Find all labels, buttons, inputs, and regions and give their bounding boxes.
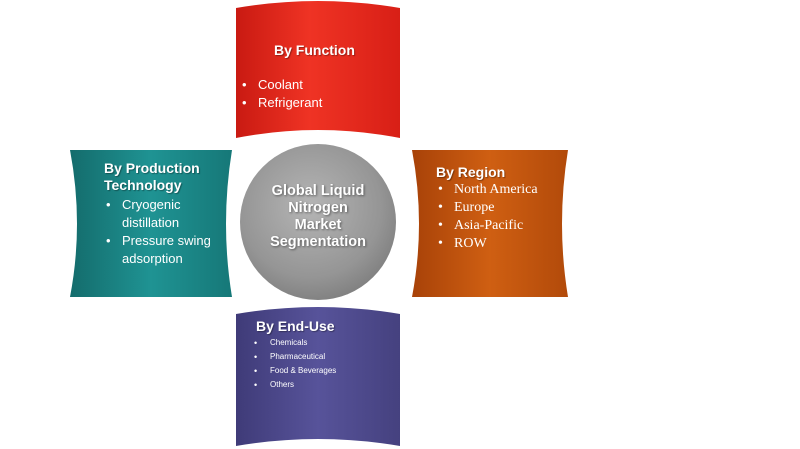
center-line: Market [294, 217, 342, 233]
production-title-line: By Production [104, 160, 200, 176]
function-title-wrap: By Function [274, 42, 394, 59]
end-use-item: Others [252, 378, 392, 392]
center-line: Global Liquid [271, 183, 365, 199]
region-item: ROW [436, 235, 566, 253]
production-title-line: Technology [104, 177, 182, 193]
production-items: Cryogenic distillation Pressure swing ad… [104, 196, 224, 268]
production-item: Cryogenic distillation [104, 196, 224, 232]
region-item: Europe [436, 199, 566, 217]
center-label: Global Liquid Nitrogen Market Segmentati… [243, 183, 393, 251]
end-use-item: Pharmaceutical [252, 350, 392, 364]
function-panel [236, 1, 400, 138]
end-use-title: By End-Use [256, 318, 335, 334]
function-title: By Function [274, 42, 355, 58]
end-use-items: Chemicals Pharmaceutical Food & Beverage… [252, 336, 392, 392]
production-title-wrap: By Production Technology [104, 160, 224, 194]
function-item: Coolant [240, 76, 390, 94]
end-use-title-wrap: By End-Use [256, 318, 386, 335]
region-title: By Region [436, 164, 506, 180]
center-line: Segmentation [270, 234, 366, 250]
region-item: Asia-Pacific [436, 217, 566, 235]
center-line: Nitrogen [288, 200, 348, 216]
function-item: Refrigerant [240, 94, 390, 112]
end-use-item: Chemicals [252, 336, 392, 350]
center-circle [240, 144, 396, 300]
production-item: Pressure swing adsorption [104, 232, 224, 268]
function-items: Coolant Refrigerant [240, 76, 390, 112]
end-use-item: Food & Beverages [252, 364, 392, 378]
region-items: North America Europe Asia-Pacific ROW [436, 181, 566, 253]
region-title-wrap: By Region [436, 164, 556, 181]
region-item: North America [436, 181, 566, 199]
